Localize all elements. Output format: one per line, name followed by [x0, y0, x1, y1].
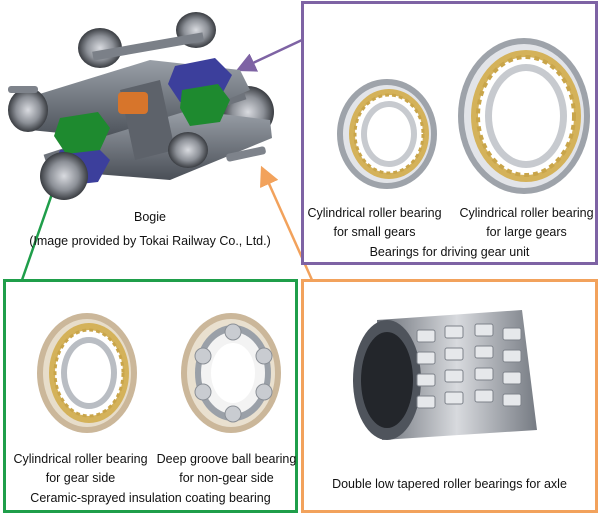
arrow-to-driving-gear [235, 38, 303, 72]
large-gear-bearing-image [458, 38, 590, 194]
bogie-label: Bogie [134, 210, 166, 224]
bogie-illustration [8, 12, 274, 200]
gear-side-caption-1: Cylindrical roller bearing [13, 452, 148, 466]
ball-bearing-caption-2: for non-gear side [179, 471, 274, 485]
small-gear-caption-1: Cylindrical roller bearing [307, 206, 442, 220]
small-gear-caption-2: for small gears [333, 225, 416, 239]
bogie-credit: (Image provided by Tokai Railway Co., Lt… [29, 234, 271, 248]
small-gear-bearing-image [337, 79, 437, 189]
insulation-panel: Cylindrical roller bearing for gear side… [3, 279, 298, 513]
large-gear-caption-2: for large gears [486, 225, 567, 239]
driving-gear-unit-panel: Cylindrical roller bearing for small gea… [301, 1, 598, 265]
large-gear-caption-1: Cylindrical roller bearing [459, 206, 594, 220]
ball-bearing-caption-1: Deep groove ball bearing [156, 452, 297, 466]
driving-gear-unit-title: Bearings for driving gear unit [369, 245, 530, 259]
tapered-roller-bearing-image [353, 310, 537, 440]
ball-bearing-image [181, 313, 281, 433]
axle-panel: Double low tapered roller bearings for a… [301, 279, 598, 513]
gear-side-bearing-image [37, 313, 137, 433]
insulation-title: Ceramic-sprayed insulation coating beari… [30, 491, 271, 505]
gear-side-caption-2: for gear side [45, 471, 116, 485]
axle-title: Double low tapered roller bearings for a… [332, 477, 567, 491]
